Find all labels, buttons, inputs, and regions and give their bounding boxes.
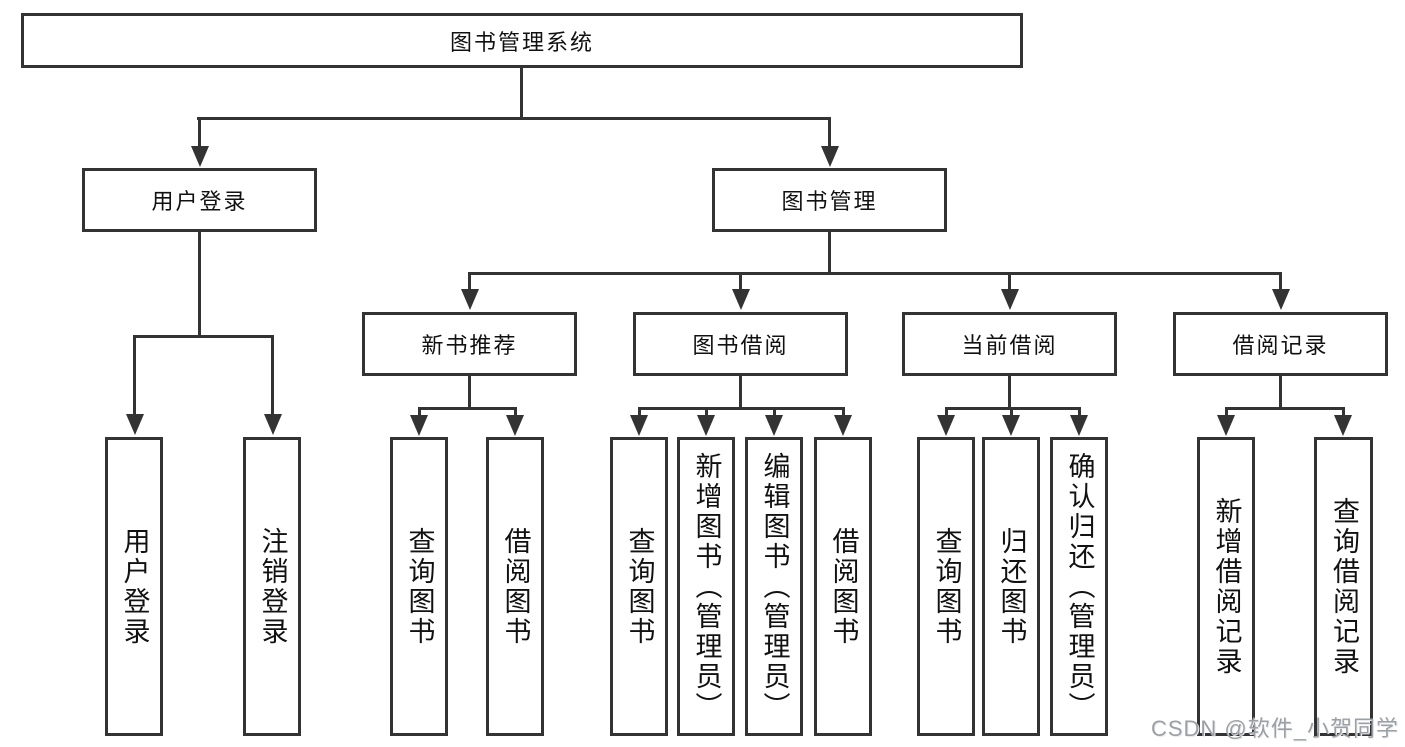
edge-line [197,117,831,120]
node-query-books-1: 查询图书 [390,437,448,736]
edge-line [705,407,708,417]
node-borrow-books-1: 借阅图书 [486,437,544,736]
edge-line [773,407,776,417]
edge-arrowhead [1070,415,1088,436]
edge-line [418,407,421,417]
edge-arrowhead [506,415,524,436]
edge-line [842,407,845,417]
edge-arrowhead [697,415,715,436]
edge-line [1008,376,1011,407]
edge-arrowhead [1334,415,1352,436]
edge-arrowhead [1272,289,1290,310]
node-query-borrow-record: 查询借阅记录 [1314,437,1373,736]
edge-line [520,68,523,117]
edge-line [1225,407,1228,417]
node-user-login: 用户登录 [82,168,317,232]
edge-arrowhead [834,415,852,436]
node-user-login-leaf: 用户登录 [105,437,163,736]
edge-arrowhead [1001,289,1019,310]
edge-line [638,407,641,417]
node-library-management-system: 图书管理系统 [21,13,1023,68]
edge-arrowhead [191,146,209,167]
edge-line [271,335,274,415]
edge-line [1008,272,1011,289]
edge-line [1225,407,1344,410]
node-borrow-books-2: 借阅图书 [814,437,872,736]
edge-line [739,272,742,289]
node-new-book-recommend: 新书推荐 [362,312,577,376]
edge-arrowhead [765,415,783,436]
edge-line [1010,407,1013,417]
edge-line [418,407,517,410]
node-current-borrowing: 当前借阅 [902,312,1117,376]
node-add-borrow-record: 新增借阅记录 [1197,437,1255,736]
edge-line [945,407,948,417]
edge-line [1279,376,1282,407]
edge-arrowhead [937,415,955,436]
edge-arrowhead [410,415,428,436]
edge-line [1078,407,1081,417]
node-confirm-return-admin: 确认归还（管理员） [1050,437,1108,736]
edge-arrowhead [1002,415,1020,436]
node-query-books-3: 查询图书 [917,437,975,736]
edge-arrowhead [126,414,144,435]
node-book-borrowing: 图书借阅 [633,312,848,376]
edge-line [198,232,201,335]
watermark-text: CSDN @软件_小贺同学 [1150,716,1399,741]
edge-line [739,376,742,407]
node-add-book-admin: 新增图书（管理员） [677,437,735,736]
edge-line [133,335,136,415]
node-logout: 注销登录 [243,437,301,736]
node-query-books-2: 查询图书 [610,437,668,736]
edge-arrowhead [630,415,648,436]
edge-line [828,117,831,149]
edge-line [638,407,844,410]
edge-line [198,117,201,149]
edge-line [468,376,471,407]
node-return-book: 归还图书 [982,437,1040,736]
node-borrow-records: 借阅记录 [1173,312,1388,376]
edge-line [468,272,1282,275]
edge-arrowhead [264,414,282,435]
edge-line [133,335,274,338]
edge-arrowhead [461,289,479,310]
edge-arrowhead [1217,415,1235,436]
node-book-management: 图书管理 [712,168,947,232]
edge-line [514,407,517,417]
edge-line [828,232,831,272]
edge-arrowhead [732,289,750,310]
edge-arrowhead [821,146,839,167]
edge-line [468,272,471,289]
edge-line [1279,272,1282,289]
node-edit-book-admin: 编辑图书（管理员） [745,437,803,736]
edge-line [1342,407,1345,417]
